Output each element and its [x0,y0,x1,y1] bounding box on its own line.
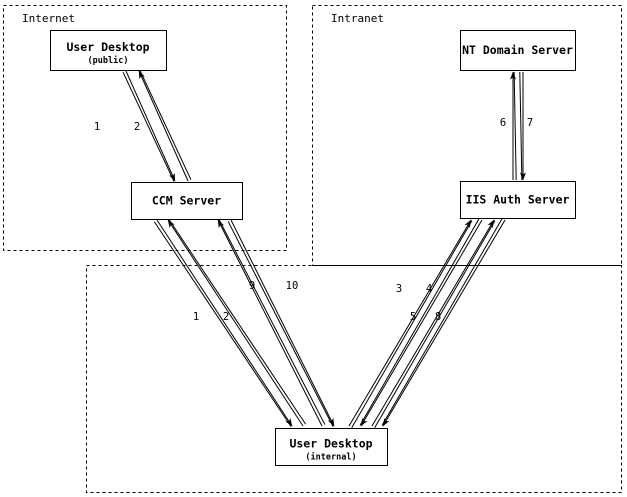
node-user-desktop-internal[interactable]: User Desktop(internal) [274,427,389,467]
flow-user-desktop-public-to-ccm-server-step-1 [122,70,176,182]
flow-arrow-line-parallel [359,218,480,426]
flow-arrow-line [138,70,189,182]
node-box-user-desktop-internal[interactable] [274,427,389,467]
node-sublabel-user-desktop-internal: (internal) [305,452,356,463]
flow-arrow-line-parallel [374,220,496,428]
flow-arrow-line-parallel [122,72,175,182]
flow-arrow-line [217,219,323,427]
node-iis-auth-server[interactable]: IIS Auth Server [459,180,577,220]
node-box-ccm-server[interactable] [130,181,244,221]
flow-arrow-line-parallel [381,218,503,426]
zone-boundary-lan [86,265,622,493]
flow-arrow-line [348,219,472,427]
flow-arrow-line-parallel [218,219,326,425]
flow-ccm-server-to-user-desktop-public-step-2 [138,70,192,182]
zone-lan [86,265,622,493]
flow-user-desktop-internal-to-iis-auth-server-step-3 [348,219,473,428]
flow-nt-domain-server-to-iis-auth-server-step-7 [519,71,526,181]
node-label-nt-domain-server: NT Domain Server [462,43,573,57]
node-label-iis-auth-server: IIS Auth Server [466,193,570,207]
step-number-label-7-11: 7 [527,117,533,129]
flow-arrow-line [382,219,506,427]
flow-user-desktop-internal-to-iis-auth-server-step-5 [371,219,496,428]
flow-arrow-line-parallel [153,221,292,427]
flow-arrow-line-parallel [227,221,334,427]
zone-boundaries: Internet Intranet [3,5,622,493]
step-number-label-3-6: 3 [396,283,402,295]
flow-ccm-server-to-user-desktop-internal-step-10 [227,219,335,427]
flow-iis-auth-server-to-user-desktop-internal-step-8 [381,218,506,427]
flow-arrows [122,70,526,428]
zone-boundary-intranet [312,5,622,266]
node-box-iis-auth-server[interactable] [459,180,577,220]
flow-arrow-line [125,70,176,182]
node-ccm-server[interactable]: CCM Server [130,181,244,221]
node-label-user-desktop-public: User Desktop [66,40,149,54]
node-label-user-desktop-internal: User Desktop [289,437,372,451]
step-number-label-10-5: 10 [286,280,299,292]
zone-label-intranet: Intranet [331,12,384,25]
step-number-label-2-3: 2 [223,311,229,323]
zone-intranet: Intranet [312,5,622,266]
node-box-nt-domain-server[interactable] [459,29,577,72]
zone-label-internet: Internet [22,12,75,25]
flow-arrow-line [156,219,293,427]
flow-arrow-line-parallel [139,70,192,180]
flow-ccm-server-to-user-desktop-internal-step-1 [153,219,293,427]
flow-arrow-line [167,219,304,427]
flow-iis-auth-server-to-nt-domain-server-step-6 [510,71,517,181]
zone-internet: Internet [3,5,287,251]
step-number-label-1-0: 1 [94,121,100,133]
node-nt-domain-server[interactable]: NT Domain Server [459,29,577,72]
flow-arrow-line [371,219,495,427]
node-user-desktop-public[interactable]: User Desktop(public) [49,29,168,72]
step-number-label-2-1: 2 [134,121,140,133]
step-number-label-5-8: 5 [410,311,416,323]
flow-arrow-line [230,219,335,427]
node-box-user-desktop-public[interactable] [49,29,168,72]
step-number-label-8-9: 8 [435,311,441,323]
node-label-ccm-server: CCM Server [152,194,221,208]
flow-user-desktop-internal-to-ccm-server-step-9 [217,219,326,427]
flow-user-desktop-internal-to-ccm-server-step-2 [167,219,307,427]
flow-iis-auth-server-to-user-desktop-internal-step-4 [359,218,483,427]
step-labels: 1 2 1 2 9 10 3 4 5 8 6 7 [94,117,533,323]
flow-arrow-line-parallel [168,219,307,425]
step-number-label-6-10: 6 [500,117,506,129]
flow-arrow-line-parallel [513,71,517,181]
flow-arrow-line-parallel [351,220,473,428]
flow-arrow-line [360,219,483,427]
node-sublabel-user-desktop-public: (public) [88,55,129,66]
step-number-label-4-7: 4 [426,283,432,295]
flow-arrow-line-parallel [519,71,523,181]
step-number-label-1-2: 1 [193,311,199,323]
step-number-label-9-4: 9 [249,280,255,292]
